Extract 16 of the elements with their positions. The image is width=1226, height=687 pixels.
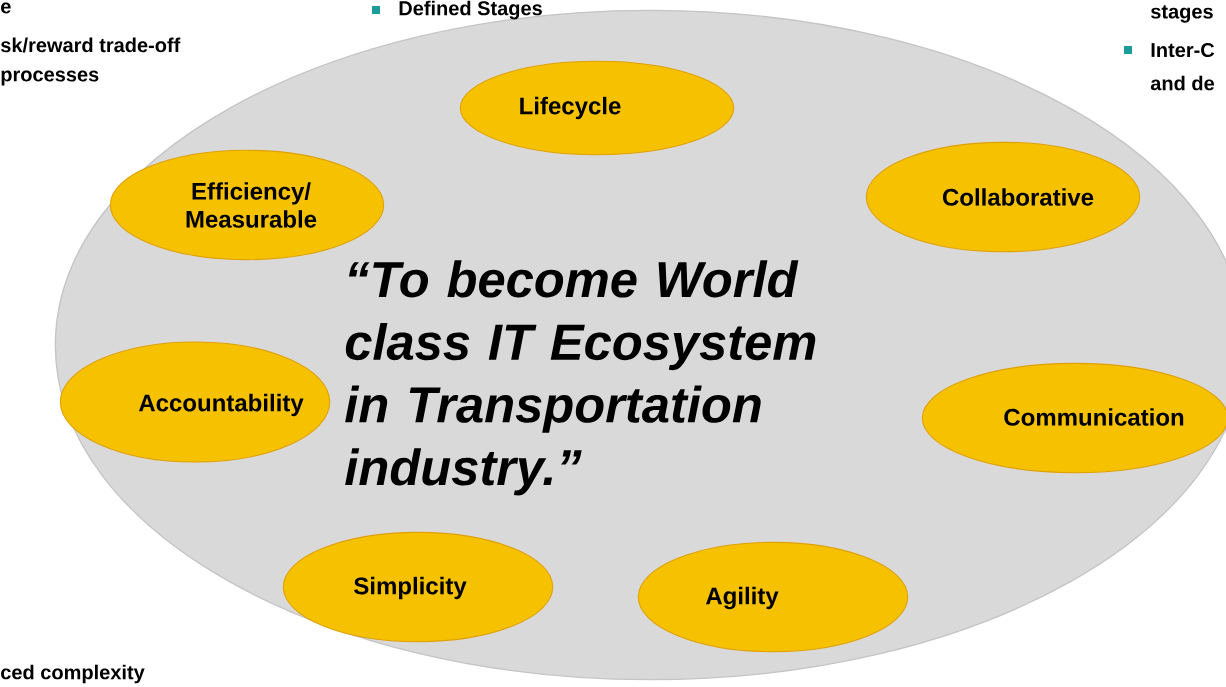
text-line: stages <box>1151 5 1213 23</box>
oval-badge: Communication <box>921 362 1226 474</box>
bullet-item: Inter-C <box>1124 42 1215 58</box>
text-line: and de <box>1150 75 1215 91</box>
text-line: e <box>1 2 11 14</box>
oval-badge: Agility <box>637 541 909 653</box>
oval-badge: Efficiency/ Measurable <box>109 149 385 261</box>
vision-statement: “To become World class IT Ecosystem in Transportation industry.” <box>345 260 816 496</box>
oval-badge: Collaborative <box>865 141 1141 253</box>
bullet-item: Defined Stages <box>372 0 542 20</box>
oval-badge: Simplicity <box>282 531 554 643</box>
text-line: sk/reward trade-off <box>1 37 181 53</box>
oval-badge: Accountability <box>59 341 331 463</box>
oval-badge: Lifecycle <box>459 60 735 156</box>
text-line: processes <box>1 70 99 86</box>
text-line: ced complexity <box>1 664 145 684</box>
